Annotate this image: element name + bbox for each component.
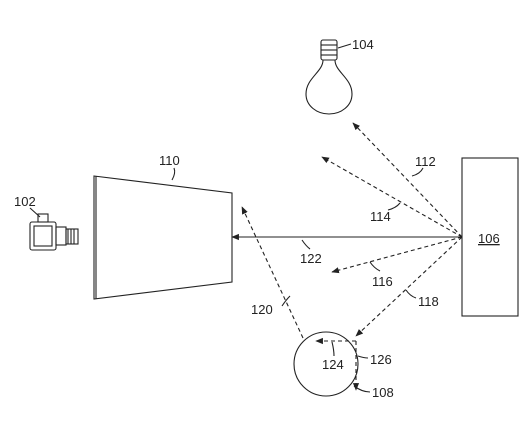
- camera-label: 102: [14, 194, 36, 209]
- sphere-leader-line: [353, 385, 371, 393]
- ray-116-dashed: [331, 236, 463, 274]
- bulb-label: 104: [352, 37, 374, 52]
- ray-122-leader: [301, 239, 311, 250]
- ray-118-dashed: [355, 236, 463, 337]
- bulb-leader-line: [337, 43, 352, 49]
- ray-112-label: 112: [415, 154, 436, 169]
- sphere-object: [293, 331, 359, 397]
- panel-label: 106: [478, 231, 500, 246]
- inner-126-label: 126: [370, 352, 392, 367]
- ray-112-dashed: [352, 122, 463, 238]
- light-bulb-icon: [305, 39, 353, 115]
- ray-122-label: 122: [300, 251, 322, 266]
- screen-leader-line: [171, 167, 176, 181]
- camera-leader-line: [29, 207, 41, 218]
- ray-114-label: 114: [370, 209, 391, 224]
- ray-120-dashed: [241, 206, 304, 339]
- ray-120-label: 120: [251, 302, 273, 317]
- inner-124-leader: [331, 341, 335, 357]
- inner-124-label: 124: [322, 357, 344, 372]
- ray-112-leader: [411, 167, 424, 177]
- inner-126-leader: [357, 355, 369, 359]
- screen-panel: [93, 175, 233, 300]
- ray-114-dashed: [321, 156, 463, 238]
- ray-114-leader: [387, 202, 401, 211]
- ray-116-leader: [369, 261, 381, 272]
- ray-116-label: 116: [372, 274, 393, 289]
- ray-120-leader: [281, 295, 291, 307]
- ray-118-leader: [405, 289, 417, 299]
- screen-label: 110: [159, 153, 180, 168]
- ray-118-label: 118: [418, 294, 439, 309]
- camera-icon: [29, 213, 79, 251]
- sphere-label: 108: [372, 385, 394, 400]
